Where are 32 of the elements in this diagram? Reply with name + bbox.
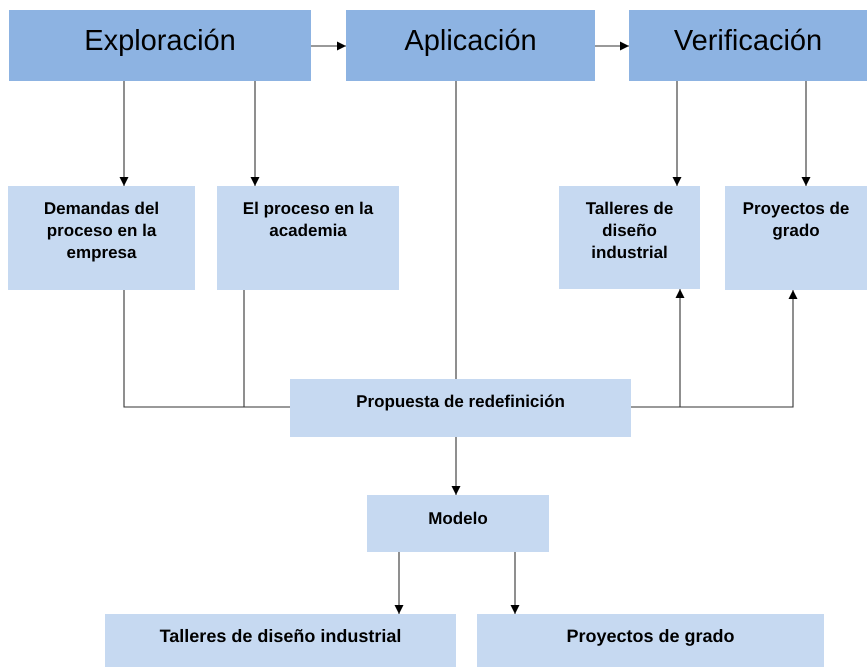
process-box (559, 186, 700, 289)
process-box (8, 186, 195, 290)
arrow (452, 437, 460, 495)
process-box (477, 614, 824, 667)
box-label: Modelo (427, 508, 489, 530)
arrow (631, 290, 798, 408)
arrow (250, 81, 260, 186)
box-label: Demandas del proceso en la empresa (42, 198, 160, 264)
box-label: Verificación (672, 24, 824, 59)
process-box (290, 379, 631, 437)
phase-box (346, 10, 595, 81)
box-label: El proceso en la academia (242, 198, 374, 242)
process-box (367, 495, 549, 552)
box-label: Aplicación (403, 24, 538, 59)
process-box (217, 186, 399, 290)
process-box (105, 614, 456, 667)
arrow (672, 81, 682, 186)
phase-box (629, 10, 867, 81)
arrow (394, 552, 404, 614)
box-label: Exploración (83, 24, 237, 59)
phase-box (9, 10, 311, 81)
arrow (802, 81, 810, 186)
box-label: Proyectos de grado (742, 198, 850, 242)
box-label: Talleres de diseño industrial (584, 198, 674, 264)
box-label: Propuesta de redefinición (355, 391, 566, 413)
arrow (120, 81, 128, 186)
arrow (595, 42, 629, 50)
process-box (725, 186, 867, 290)
box-label: Proyectos de grado (565, 625, 736, 648)
box-label: Talleres de diseño industrial (158, 625, 402, 648)
arrow (311, 42, 346, 50)
arrow (510, 552, 520, 614)
